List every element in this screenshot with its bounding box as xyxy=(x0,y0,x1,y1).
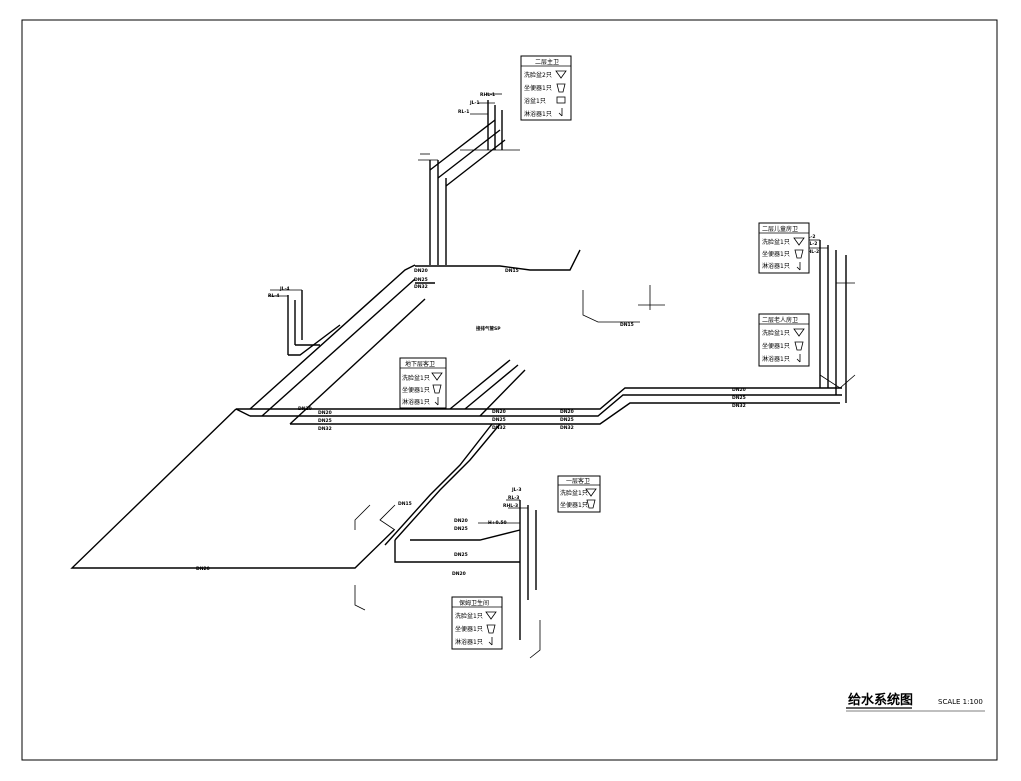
fixture-item: 淋浴器1只 xyxy=(762,262,790,270)
svg-text:DN15: DN15 xyxy=(620,322,634,328)
fixture-item: 坐便器1只 xyxy=(524,84,552,92)
fixture-box: 一层客卫 洗脸盆1只 坐便器1只 xyxy=(557,475,601,513)
svg-text:DN20: DN20 xyxy=(414,268,428,274)
riser-label: RL-1 xyxy=(458,109,469,115)
svg-text:DN20: DN20 xyxy=(492,409,506,415)
fixture-item: 坐便器1只 xyxy=(455,625,483,633)
fixture-item: 洗脸盆1只 xyxy=(560,489,588,497)
fixture-item: 淋浴器1只 xyxy=(762,355,790,363)
svg-text:DN25: DN25 xyxy=(454,552,468,558)
vent-label: 接排气管SP xyxy=(476,325,501,332)
svg-text:DN25: DN25 xyxy=(318,418,332,424)
fixture-item: 洗脸盆1只 xyxy=(455,612,483,620)
svg-text:DN15: DN15 xyxy=(505,268,519,274)
fixture-item: 淋浴器1只 xyxy=(455,638,483,646)
svg-text:DN20: DN20 xyxy=(196,566,210,572)
svg-text:DN20: DN20 xyxy=(732,387,746,393)
fixture-item: 洗脸盆1只 xyxy=(762,238,790,246)
fixture-item: 坐便器1只 xyxy=(402,386,430,394)
fixture-box-title: 地下层客卫 xyxy=(405,360,435,368)
fixture-item: 淋浴器1只 xyxy=(402,398,430,406)
fixture-box-title: 二层主卫 xyxy=(535,58,559,66)
svg-text:DN20: DN20 xyxy=(298,406,312,412)
svg-text:DN20: DN20 xyxy=(454,518,468,524)
pipe-size-labels: DN20 DN20 DN25 DN32 DN20 DN25 DN32 DN20 … xyxy=(196,268,746,577)
fixture-box-title: 二层老人房卫 xyxy=(762,316,798,324)
riser-label: JL-4 xyxy=(279,286,290,292)
riser-labels: RHL-1 JL-1 RL-1 JL-2 RL-2 RHL-2 JL-3 RL-… xyxy=(268,92,819,526)
riser-label: JL-3 xyxy=(511,487,522,493)
title-block: 给水系统图 SCALE 1:100 xyxy=(846,692,985,712)
riser-label: RL-4 xyxy=(268,293,279,299)
fixture-item: 淋浴器1只 xyxy=(524,110,552,118)
svg-text:DN32: DN32 xyxy=(318,426,332,432)
drawing-scale: SCALE 1:100 xyxy=(938,698,983,706)
fixture-item: 坐便器1只 xyxy=(762,342,790,350)
svg-text:DN32: DN32 xyxy=(560,425,574,431)
fixture-item: 洗脸盆2只 xyxy=(524,71,552,79)
svg-text:DN15: DN15 xyxy=(398,501,412,507)
riser-label: RHL-1 xyxy=(480,92,495,98)
fixture-box: 二层主卫 洗脸盆2只 坐便器1只 浴盆1只 淋浴器1只 xyxy=(520,55,572,121)
fixture-item: 洗脸盆1只 xyxy=(762,329,790,337)
fixture-box: 地下层客卫 洗脸盆1只 坐便器1只 淋浴器1只 xyxy=(399,357,447,409)
elevation-label: H+0.50 xyxy=(488,520,507,526)
svg-text:DN20: DN20 xyxy=(318,410,332,416)
fixture-box: 二层儿童房卫 洗脸盆1只 坐便器1只 淋浴器1只 xyxy=(758,222,810,274)
riser-label: RL-3 xyxy=(508,495,519,501)
pipe-network xyxy=(70,93,856,659)
fixture-item: 浴盆1只 xyxy=(524,97,546,105)
svg-text:DN25: DN25 xyxy=(492,417,506,423)
fixture-box-title: 保姆卫生间 xyxy=(459,599,489,607)
svg-text:DN25: DN25 xyxy=(732,395,746,401)
svg-text:DN25: DN25 xyxy=(414,277,428,283)
svg-text:DN20: DN20 xyxy=(452,571,466,577)
drawing-frame xyxy=(21,19,998,761)
svg-text:DN20: DN20 xyxy=(560,409,574,415)
riser-label: RHL-2 xyxy=(804,249,819,255)
fixture-item: 坐便器1只 xyxy=(762,250,790,258)
svg-text:DN25: DN25 xyxy=(454,526,468,532)
riser-label: RL-2 xyxy=(806,241,817,247)
svg-text:DN32: DN32 xyxy=(414,284,428,290)
fixture-item: 洗脸盆1只 xyxy=(402,374,430,382)
svg-text:DN32: DN32 xyxy=(732,403,746,409)
fixture-box: 二层老人房卫 洗脸盆1只 坐便器1只 淋浴器1只 xyxy=(758,313,810,367)
fixture-item: 坐便器1只 xyxy=(560,501,588,509)
riser-label: JL-1 xyxy=(469,100,480,106)
fixture-box: 保姆卫生间 洗脸盆1只 坐便器1只 淋浴器1只 xyxy=(451,596,503,650)
fixture-box-title: 二层儿童房卫 xyxy=(762,225,798,233)
drawing-title: 给水系统图 xyxy=(848,692,913,708)
fixture-box-title: 一层客卫 xyxy=(566,477,590,485)
riser-label: RHL-3 xyxy=(503,503,518,509)
svg-text:DN25: DN25 xyxy=(560,417,574,423)
svg-text:DN32: DN32 xyxy=(492,425,506,431)
riser-label: JL-2 xyxy=(805,234,816,240)
